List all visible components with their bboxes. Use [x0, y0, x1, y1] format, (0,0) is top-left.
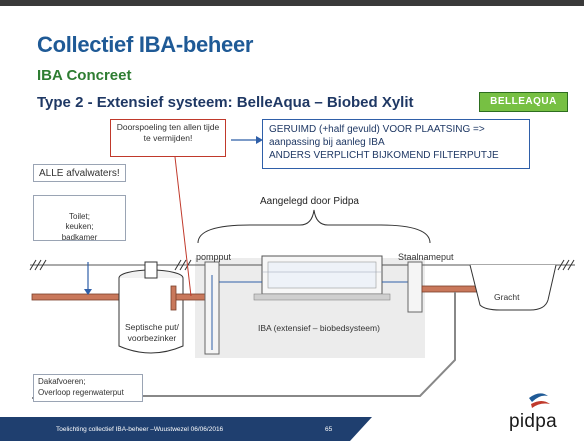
slide-subtitle: IBA Concreet — [37, 67, 132, 84]
gracht-label: Gracht — [494, 292, 520, 302]
pidpa-logo: pidpa — [509, 411, 557, 432]
afvalwaters-callout: ALLE afvalwaters! — [33, 164, 126, 182]
septische-line-1: Septische put/ — [125, 322, 179, 332]
dakafvoeren-callout: Dakafvoeren; Overloop regenwaterput — [33, 374, 143, 402]
slide-heading: Type 2 - Extensief systeem: BelleAqua – … — [37, 94, 414, 111]
gracht-ditch — [469, 264, 557, 311]
top-band — [0, 0, 584, 6]
geruimd-line-1: GERUIMD (+half gevuld) VOOR PLAATSING => — [269, 124, 485, 135]
toilet-text: Toilet; keuken; badkamer — [61, 211, 98, 242]
staalnameput-shaft — [407, 261, 423, 313]
doorspoeling-pointer — [174, 156, 192, 297]
iba-label: IBA (extensief – biobedsysteem) — [258, 323, 380, 333]
doorspoeling-callout: Doorspoeling ten allen tijde te vermijde… — [110, 119, 226, 157]
dakafvoeren-line-1: Dakafvoeren; — [38, 377, 86, 386]
geruimd-callout: GERUIMD (+half gevuld) VOOR PLAATSING =>… — [262, 119, 530, 169]
afvalwaters-text: ALLE afvalwaters! — [39, 168, 120, 179]
outlet-pipe — [421, 285, 479, 293]
septische-line-2: voorbezinker — [127, 333, 177, 343]
rainwater-drain — [40, 292, 456, 397]
septische-label: Septische put/ voorbezinker — [125, 322, 179, 344]
ground-hatch-right — [557, 259, 575, 271]
geruimd-line-2: aanpassing bij aanleg IBA — [269, 137, 385, 148]
inlet-pipe — [31, 293, 123, 301]
footer-text: Toelichting collectief IBA-beheer –Wuust… — [56, 426, 224, 433]
doorspoeling-text: Doorspoeling ten allen tijde te vermijde… — [116, 122, 220, 143]
brace — [197, 209, 431, 244]
pompput-label: pompput — [196, 252, 232, 262]
toilet-callout: Toilet; keuken; badkamer — [33, 195, 126, 242]
septic-tank — [118, 278, 184, 354]
belleaqua-logo: BELLEAQUA — [479, 92, 568, 112]
geruimd-line-3: ANDERS VERPLICHT BIJKOMEND FILTERPUTJE — [269, 150, 499, 161]
aangelegd-label: Aangelegd door Pidpa — [260, 196, 359, 207]
page-number: 65 — [325, 426, 333, 433]
slide-title: Collectief IBA-beheer — [37, 32, 254, 57]
ground-hatch-left — [29, 259, 47, 271]
staalnameput-label: Staalnameput — [398, 252, 454, 262]
dakafvoeren-line-2: Overloop regenwaterput — [38, 387, 124, 397]
ground-hatch-mid — [174, 259, 192, 271]
